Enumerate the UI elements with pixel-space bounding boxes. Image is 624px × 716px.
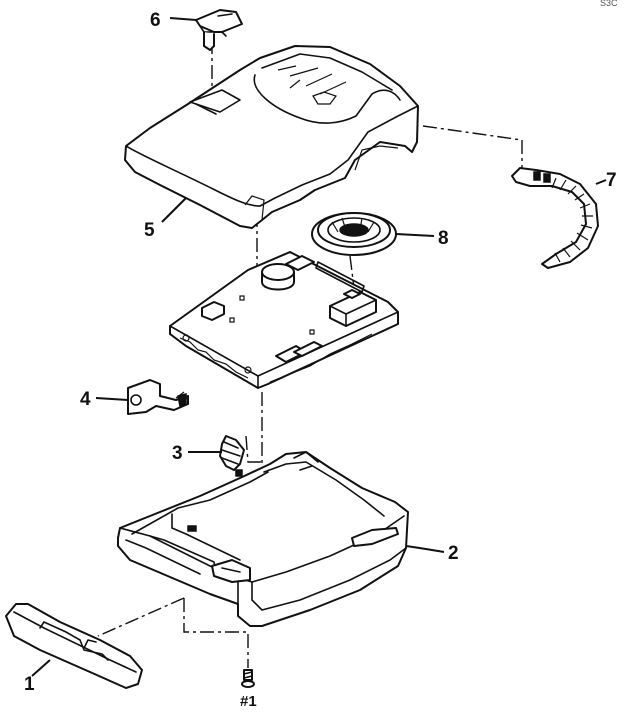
leader-lines — [31, 17, 607, 677]
spring — [219, 435, 245, 471]
callout-5: 5 — [144, 220, 155, 241]
bottom-housing — [117, 451, 409, 627]
screw — [241, 669, 255, 688]
bracket — [127, 379, 189, 415]
callout-4: 4 — [80, 389, 91, 410]
callout-8: 8 — [438, 228, 449, 249]
callout-screw: #1 — [240, 693, 257, 710]
callout-6: 6 — [150, 10, 161, 31]
belt-clip — [511, 167, 599, 269]
callout-2: 2 — [448, 543, 459, 564]
callout-7: 7 — [606, 170, 617, 191]
speaker — [311, 212, 397, 256]
corner-code: S3C — [600, 0, 618, 8]
callouts: 6 5 7 8 4 3 2 1 #1 — [24, 10, 617, 710]
end-cap — [5, 603, 143, 689]
circuit-board — [169, 251, 399, 389]
key — [195, 9, 243, 51]
top-cover — [124, 45, 419, 229]
callout-1: 1 — [24, 674, 35, 695]
callout-3: 3 — [172, 443, 183, 464]
